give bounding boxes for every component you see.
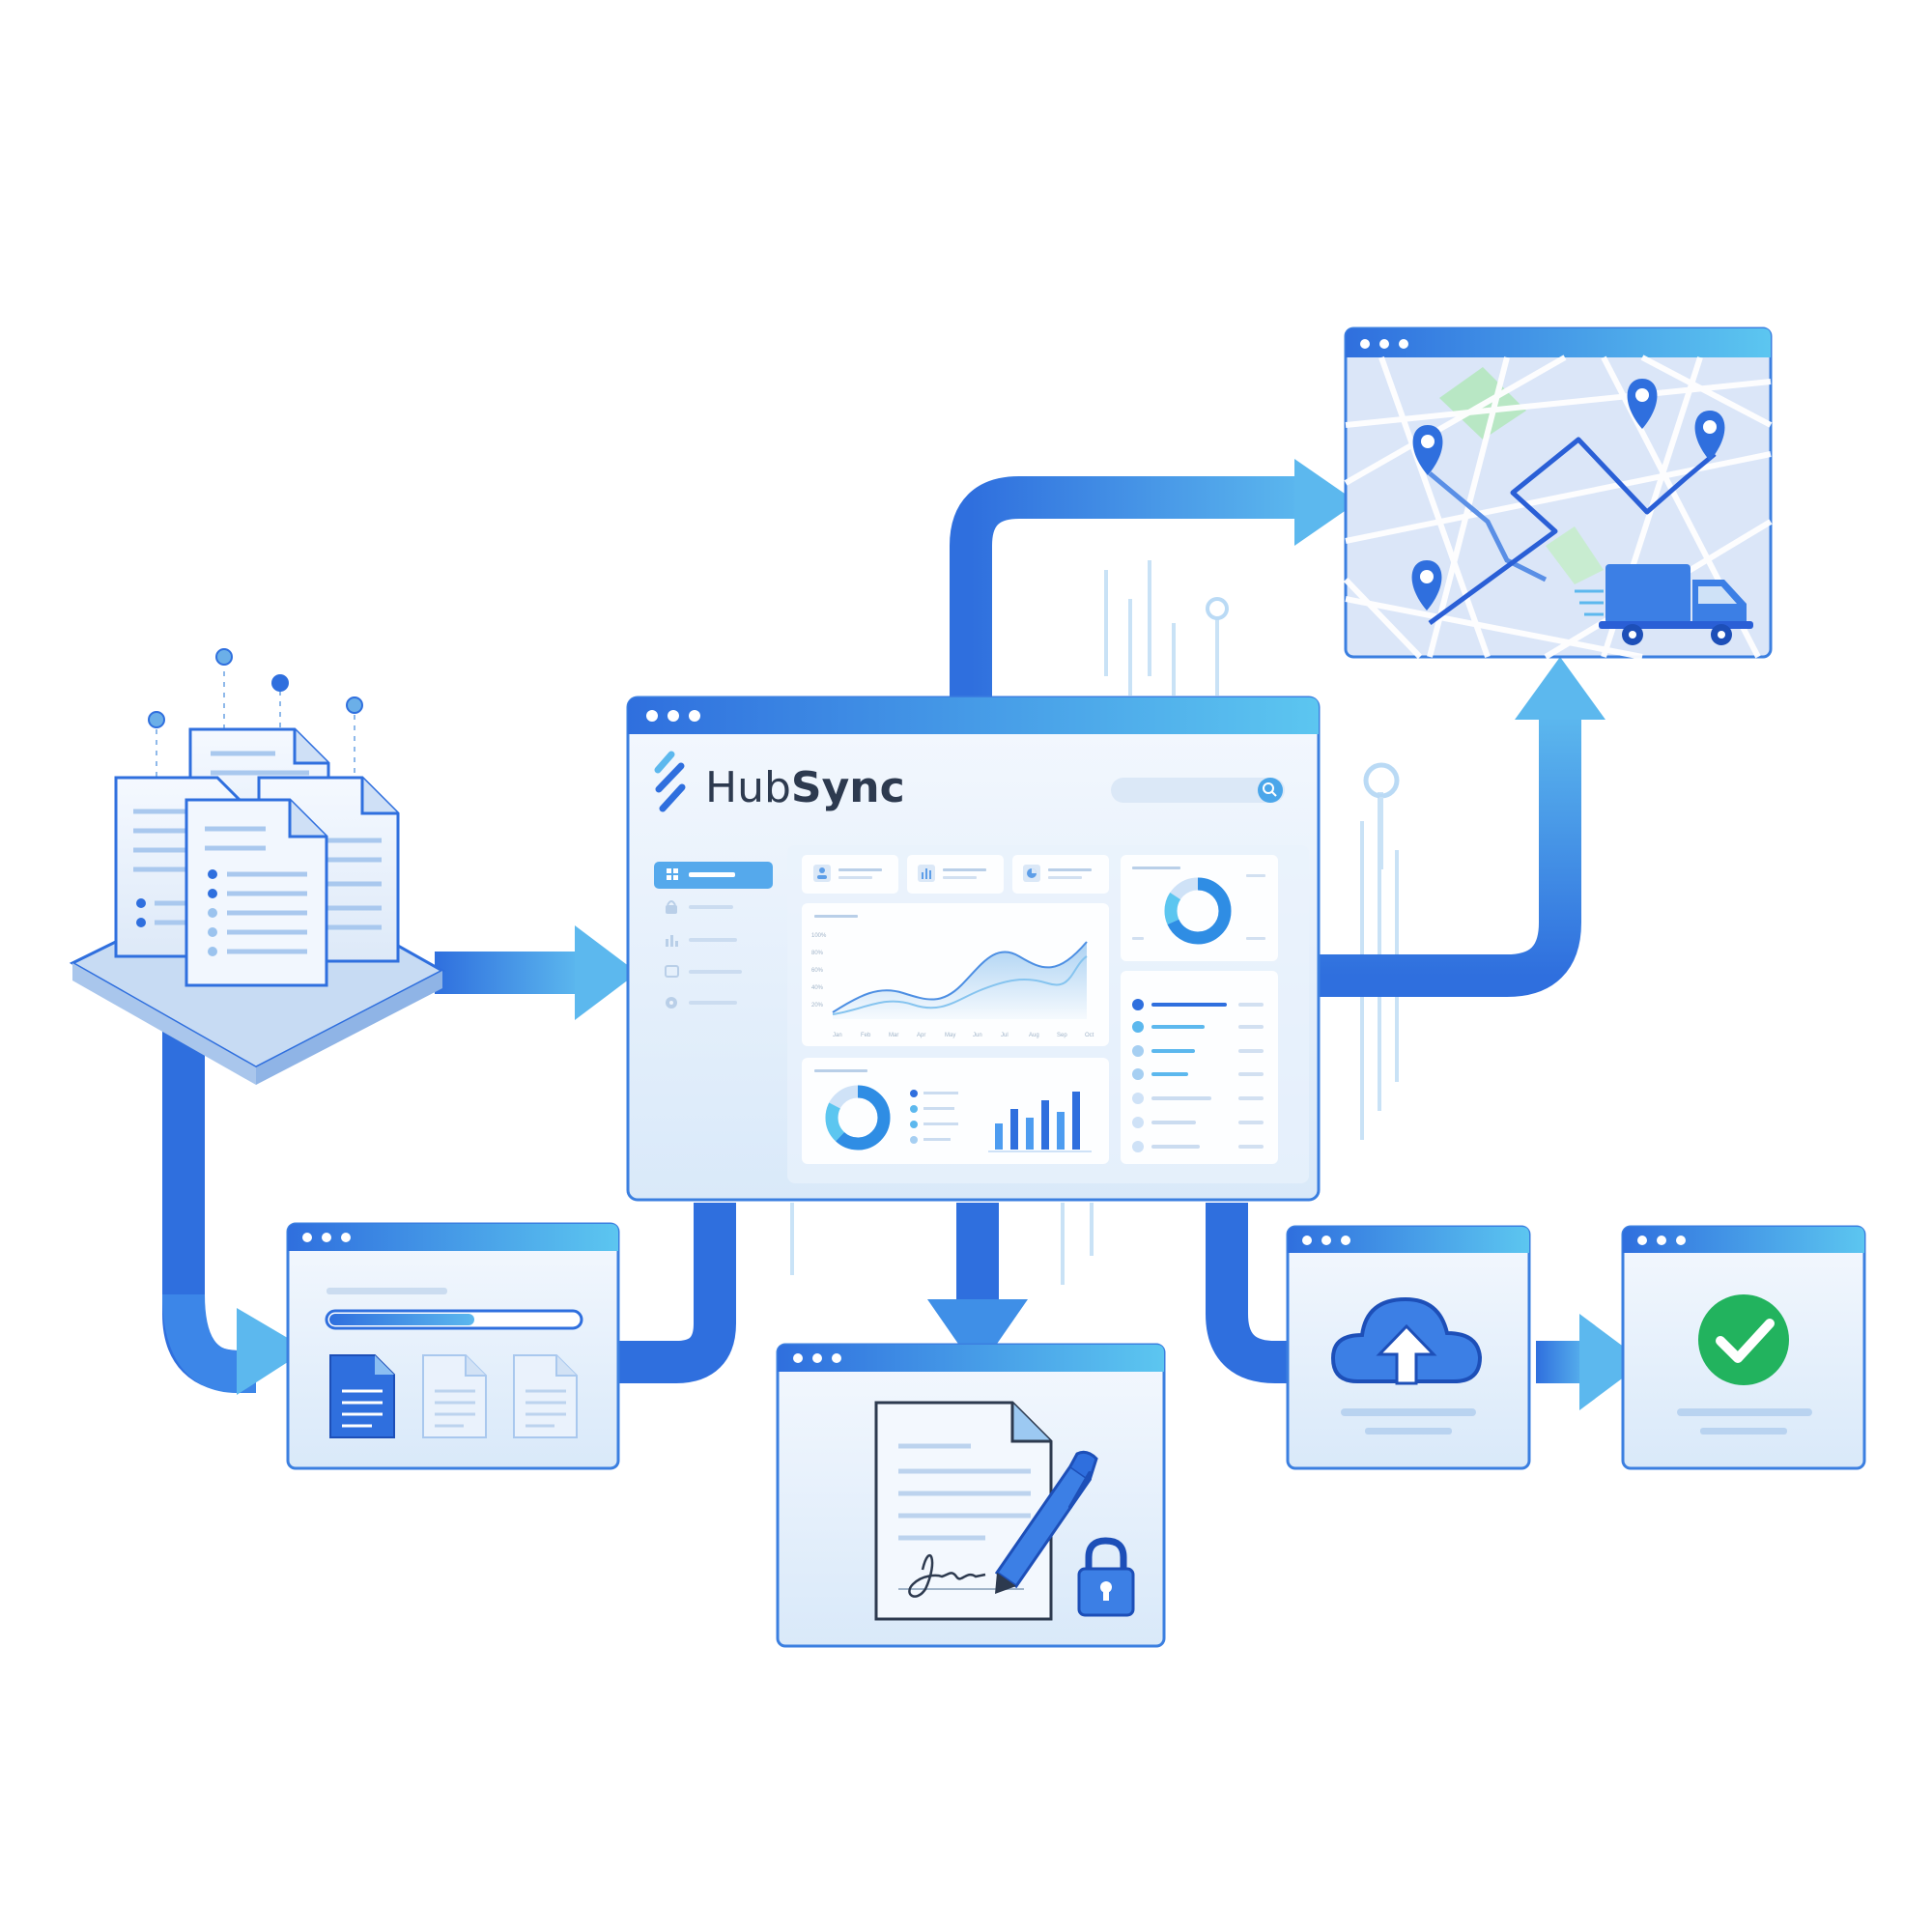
cloud-upload-icon[interactable] xyxy=(1330,1296,1483,1385)
map-pin-icon[interactable] xyxy=(1627,379,1658,429)
arrow-documents-to-upload-panel xyxy=(162,1029,307,1395)
list-item[interactable] xyxy=(1132,999,1264,1010)
list-item[interactable] xyxy=(1132,1117,1264,1128)
list-item[interactable] xyxy=(1132,1045,1264,1057)
task-list-card[interactable] xyxy=(1121,971,1278,1164)
list-item[interactable] xyxy=(1132,1068,1264,1080)
window-controls xyxy=(646,710,700,722)
y-tick-label: 80% xyxy=(811,951,824,956)
cloud-upload-window[interactable] xyxy=(1286,1225,1531,1470)
y-tick-label: 60% xyxy=(811,968,824,974)
x-tick-label: Aug xyxy=(1029,1033,1039,1038)
decorative-data-streams xyxy=(790,560,1400,1285)
document-stack xyxy=(69,648,446,1085)
lock-icon xyxy=(1077,1537,1135,1617)
arrow-dashboard-to-signature xyxy=(927,1203,1028,1372)
arrow-dashboard-to-cloud xyxy=(1206,1203,1299,1383)
list-item[interactable] xyxy=(1132,1021,1264,1033)
brand-mark-icon xyxy=(654,751,686,812)
map-pin-icon[interactable] xyxy=(1694,411,1725,461)
contract-document[interactable] xyxy=(874,1401,1053,1621)
window-controls xyxy=(1637,1236,1686,1245)
search-bar[interactable] xyxy=(1111,778,1285,803)
mini-bar xyxy=(1057,1112,1065,1150)
x-tick-label: Mar xyxy=(889,1033,898,1038)
map-area[interactable] xyxy=(1343,355,1773,660)
bar-chart-icon xyxy=(666,935,678,947)
mini-bar xyxy=(1041,1100,1049,1150)
arrow-cloud-to-success xyxy=(1536,1314,1644,1410)
search-icon[interactable] xyxy=(1258,778,1283,803)
list-item[interactable] xyxy=(1132,1093,1264,1104)
dashboard-icon xyxy=(667,868,678,880)
mini-bar xyxy=(1072,1092,1080,1150)
mini-bar xyxy=(1010,1109,1018,1150)
document-icon xyxy=(185,798,328,987)
x-tick-label: Apr xyxy=(917,1033,925,1038)
hubsync-logo: HubSync xyxy=(654,751,905,812)
window-controls xyxy=(793,1353,841,1363)
file-processing-window[interactable] xyxy=(286,1222,620,1470)
line-chart-x-axis: Jan Feb Mar Apr May Jun Jul Aug Sep Oct xyxy=(833,1033,1094,1038)
line-chart-y-axis: 100% 80% 60% 40% 20% xyxy=(811,933,827,1009)
x-tick-label: Sep xyxy=(1057,1033,1067,1038)
file-icon[interactable] xyxy=(422,1354,487,1438)
x-tick-label: Jan xyxy=(833,1033,842,1038)
y-tick-label: 100% xyxy=(811,933,827,939)
mini-bar xyxy=(1026,1118,1034,1150)
sidebar-item-settings[interactable] xyxy=(666,997,737,1009)
x-tick-label: May xyxy=(945,1033,955,1038)
arrow-dashboard-to-upload-panel xyxy=(618,1203,736,1383)
calendar-icon xyxy=(665,965,679,978)
sidebar-item-reports[interactable] xyxy=(666,935,737,947)
y-tick-label: 40% xyxy=(811,985,824,991)
donut-chart-card[interactable] xyxy=(1121,855,1278,961)
stats-card[interactable] xyxy=(802,1058,1109,1164)
window-controls xyxy=(302,1233,351,1242)
gear-icon xyxy=(666,997,677,1009)
success-window[interactable] xyxy=(1621,1225,1866,1470)
bar-chart-icon xyxy=(918,865,935,882)
mini-bar xyxy=(995,1123,1003,1150)
line-chart-card[interactable]: 100% 80% 60% 40% 20% Jan Feb Mar Apr May Jun Jul Au… xyxy=(802,903,1109,1046)
window-controls xyxy=(1302,1236,1350,1245)
signature-pen-icon xyxy=(994,1450,1098,1594)
sidebar-item-security[interactable] xyxy=(666,900,733,914)
lock-icon xyxy=(666,900,677,914)
progress-bar xyxy=(325,1309,583,1330)
arrow-dashboard-right-to-map xyxy=(1319,657,1605,997)
pie-chart-icon xyxy=(1023,865,1040,882)
checkmark-icon xyxy=(1698,1294,1789,1385)
sidebar-item-dashboard[interactable] xyxy=(654,862,773,889)
file-icon[interactable] xyxy=(329,1354,395,1438)
arrow-documents-to-dashboard xyxy=(435,925,638,1020)
sidebar-item-calendar[interactable] xyxy=(665,965,742,978)
stats-legend xyxy=(910,1090,958,1144)
sidebar xyxy=(654,862,773,1009)
arrow-dashboard-to-map xyxy=(950,459,1357,700)
kpi-card-analytics[interactable] xyxy=(907,855,1004,894)
y-tick-label: 20% xyxy=(811,1003,824,1009)
file-icon[interactable] xyxy=(513,1354,578,1438)
kpi-card-breakdown[interactable] xyxy=(1012,855,1109,894)
delivery-truck-icon[interactable] xyxy=(1575,564,1753,645)
map-pin-icon[interactable] xyxy=(1412,425,1443,475)
e-signature-window[interactable] xyxy=(776,1343,1166,1648)
map-window[interactable] xyxy=(1343,327,1773,660)
x-tick-label: Jun xyxy=(973,1033,982,1038)
map-pin-icon[interactable] xyxy=(1411,560,1442,611)
brand-prefix: Hub xyxy=(705,763,791,812)
dashboard-window[interactable]: HubSync xyxy=(626,696,1321,1202)
x-tick-label: Feb xyxy=(861,1033,871,1038)
list-item[interactable] xyxy=(1132,1141,1264,1152)
user-icon xyxy=(813,865,831,882)
kpi-card-users[interactable] xyxy=(802,855,898,894)
mini-bar-chart xyxy=(995,1092,1080,1150)
x-tick-label: Oct xyxy=(1085,1033,1094,1038)
x-tick-label: Jul xyxy=(1001,1033,1009,1038)
brand-suffix: Sync xyxy=(791,763,905,812)
window-controls xyxy=(1360,339,1408,349)
svg-text:HubSync: HubSync xyxy=(705,763,905,812)
